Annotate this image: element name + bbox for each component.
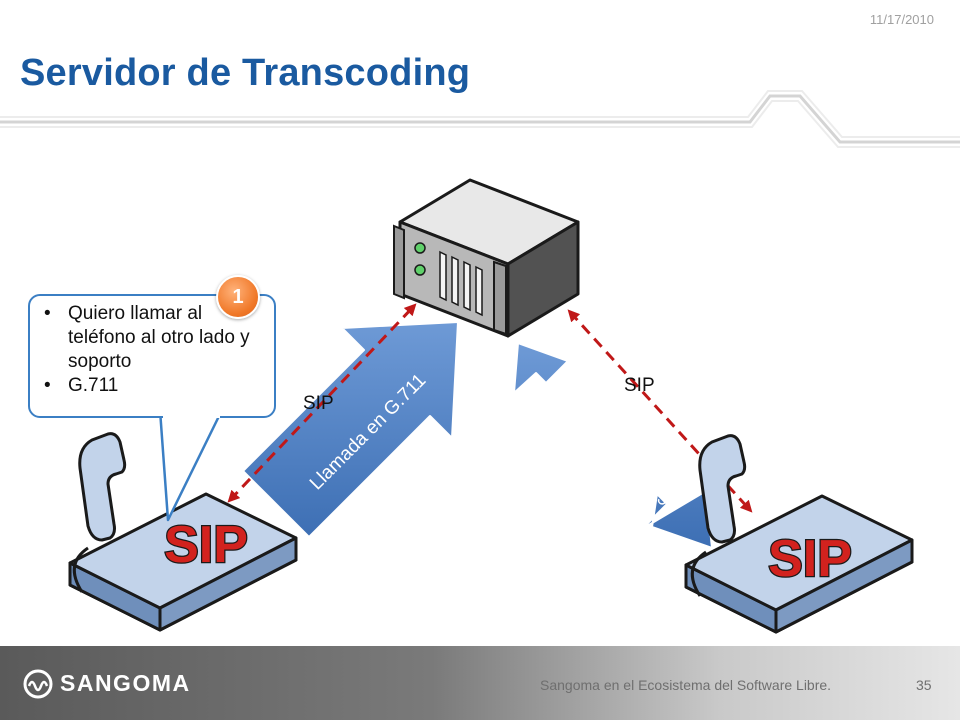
sip-signal-left xyxy=(227,303,417,503)
bubble-tail-joint xyxy=(163,410,220,418)
slide-title: Servidor de Transcoding xyxy=(20,52,471,94)
sip-label-right: SIP xyxy=(624,375,655,396)
page-number: 35 xyxy=(916,677,932,693)
call-arrow-right xyxy=(513,342,713,549)
footer-caption: Sangoma en el Ecosistema del Software Li… xyxy=(540,677,832,693)
left-phone-sip-logo: SIP xyxy=(164,516,248,574)
bubble-item: Quiero llamar al teléfono al otro lado y… xyxy=(44,302,270,374)
sangoma-logo-icon xyxy=(23,669,53,699)
footer-logo-text: SANGOMA xyxy=(60,670,191,696)
bubble-list: Quiero llamar al teléfono al otro lado y… xyxy=(44,302,270,398)
server-icon xyxy=(393,178,580,338)
step-number-badge: 1 xyxy=(216,275,260,319)
call-label-right: Llamada en G.729 xyxy=(549,385,674,510)
footer-bar: SANGOMA Sangoma en el Ecosistema del Sof… xyxy=(0,646,960,720)
header-decoration-line xyxy=(0,90,960,148)
right-phone-sip-logo: SIP xyxy=(768,530,852,588)
right-sip-phone-icon xyxy=(684,434,914,634)
slide-date: 11/17/2010 xyxy=(869,12,934,27)
bubble-item: G.711 xyxy=(44,374,270,398)
sip-label-left: SIP xyxy=(303,393,334,414)
left-sip-phone-icon xyxy=(68,432,298,632)
network-diagram: SIP SIP Llamada en G.711 Llamada en G.72… xyxy=(68,178,914,634)
